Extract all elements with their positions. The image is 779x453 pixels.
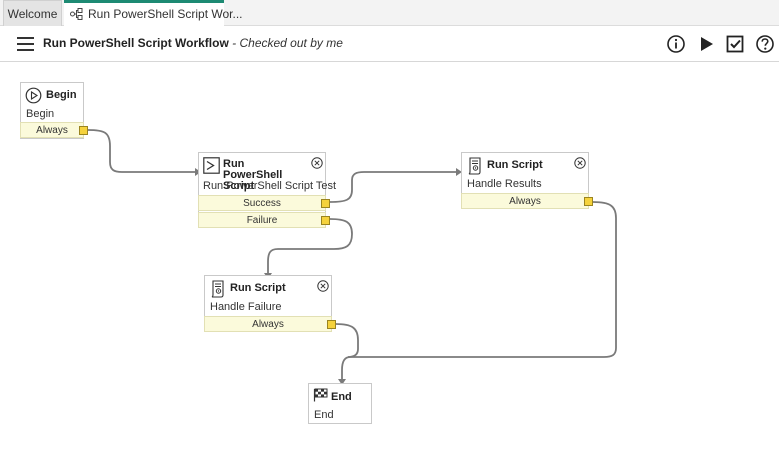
node-end[interactable]: End End <box>308 383 372 424</box>
remove-node-icon[interactable] <box>574 157 586 169</box>
powershell-prompt-icon <box>203 157 220 174</box>
page-title: Run PowerShell Script Workflow - Checked… <box>43 36 343 50</box>
node-handle-failure-subtitle: Handle Failure <box>210 301 282 313</box>
outlet-powershell-failure: Failure <box>198 212 330 228</box>
connector-port[interactable] <box>79 126 88 135</box>
connector-handle-failure-to-end <box>335 323 359 358</box>
node-powershell-subtitle: Run PowerShell Script Test <box>203 180 337 192</box>
remove-node-icon[interactable] <box>317 280 329 292</box>
hamburger-menu-icon[interactable] <box>17 37 34 51</box>
tab-workflow[interactable]: Run PowerShell Script Wor... <box>64 0 243 26</box>
node-end-subtitle: End <box>314 409 334 421</box>
connector-success-to-results <box>329 171 460 203</box>
workflow-header: Run PowerShell Script Workflow - Checked… <box>0 26 779 62</box>
node-powershell-title: Run PowerShell Script <box>223 158 283 192</box>
help-icon[interactable] <box>755 34 775 54</box>
script-scroll-icon <box>211 280 224 298</box>
checkered-flag-icon <box>313 388 328 402</box>
connector-layer <box>87 129 617 385</box>
connector-begin-to-powershell <box>87 129 195 173</box>
tab-welcome-label: Welcome <box>7 7 58 21</box>
connector-port[interactable] <box>321 199 330 208</box>
script-scroll-icon <box>468 157 481 175</box>
connector-failure-to-handle-failure <box>267 218 353 274</box>
outlet-label: Failure <box>246 215 278 226</box>
run-play-icon[interactable] <box>696 34 716 54</box>
node-handle-results-title: Run Script <box>487 159 543 171</box>
outlet-label: Always <box>252 319 284 330</box>
node-end-title: End <box>331 391 352 403</box>
info-icon[interactable] <box>666 34 686 54</box>
node-begin-title: Begin <box>46 89 77 101</box>
node-run-powershell-script[interactable]: Run PowerShell Script Run PowerShell Scr… <box>198 152 336 228</box>
outlet-label: Always <box>509 196 541 207</box>
tab-workflow-label: Run PowerShell Script Wor... <box>88 7 243 21</box>
node-handle-failure-title: Run Script <box>230 282 286 294</box>
outlet-begin-always: Always <box>20 122 88 138</box>
node-begin-subtitle: Begin <box>26 108 55 120</box>
connector-port[interactable] <box>584 197 593 206</box>
workflow-canvas[interactable]: Begin Begin Always Run PowerShell Script… <box>0 62 779 453</box>
checkout-status: - Checked out by me <box>232 36 343 50</box>
node-run-script-handle-results[interactable]: Run Script Handle Results Always <box>461 152 593 209</box>
tab-bar: Welcome Run PowerShell Script Wor... <box>0 0 779 26</box>
outlet-label: Success <box>243 198 281 209</box>
node-begin[interactable]: Begin Begin Always <box>20 82 88 139</box>
connector-port[interactable] <box>321 216 330 225</box>
outlet-label: Always <box>36 125 68 136</box>
checkin-checkbox-icon[interactable] <box>725 34 745 54</box>
page-title-main: Run PowerShell Script Workflow <box>43 36 229 50</box>
connector-port[interactable] <box>327 320 336 329</box>
outlet-powershell-success: Success <box>198 195 330 211</box>
node-handle-results-subtitle: Handle Results <box>467 178 542 190</box>
outlet-handle-failure-always: Always <box>204 316 336 332</box>
outlet-handle-results-always: Always <box>461 193 593 209</box>
remove-node-icon[interactable] <box>311 157 323 169</box>
workflow-icon <box>70 8 83 20</box>
play-circle-icon <box>25 87 42 104</box>
connector-results-to-end <box>341 201 617 380</box>
node-run-script-handle-failure[interactable]: Run Script Handle Failure Always <box>204 275 336 332</box>
tab-welcome[interactable]: Welcome <box>3 0 62 26</box>
